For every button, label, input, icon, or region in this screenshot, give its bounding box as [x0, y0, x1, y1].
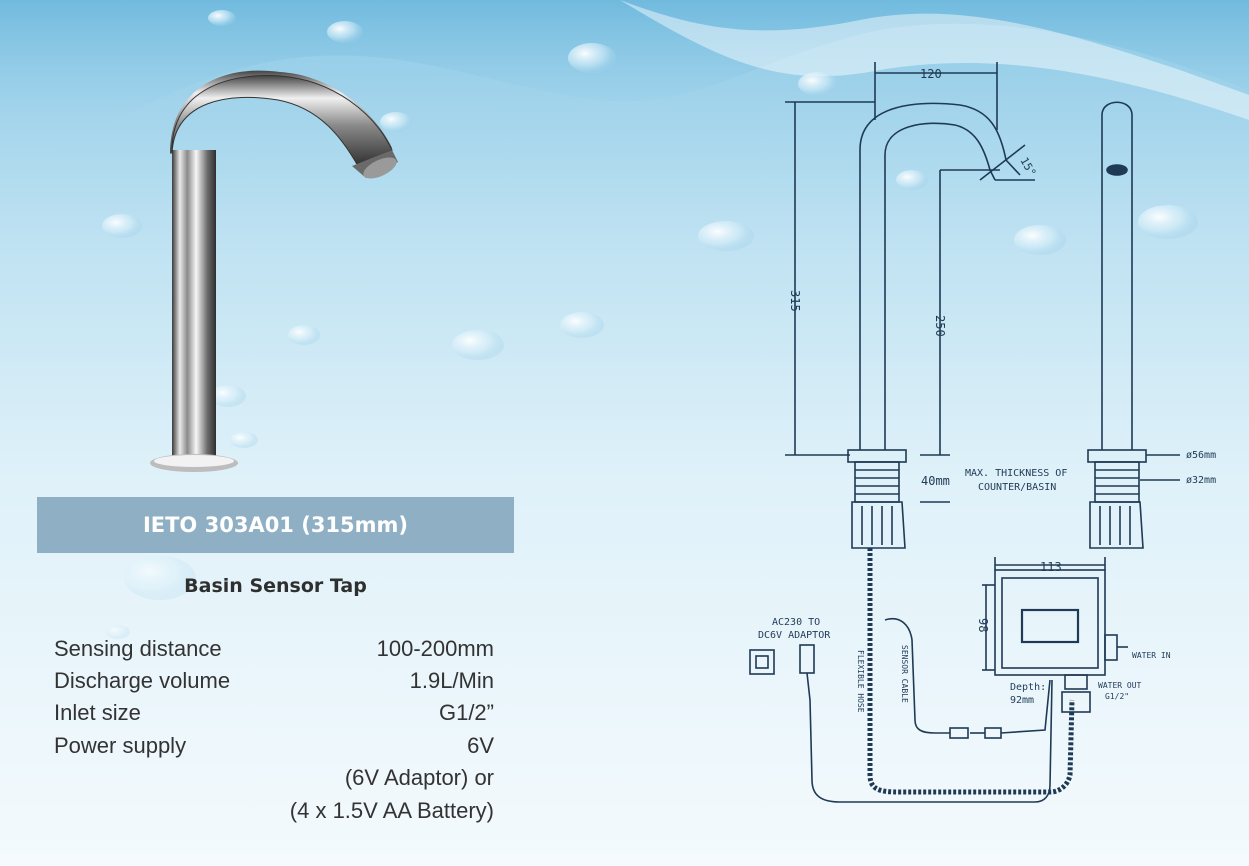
adaptor-line2: DC6V ADAPTOR — [758, 630, 831, 641]
box-width: 113 — [1040, 560, 1062, 574]
power-note-battery: (4 x 1.5V AA Battery) — [54, 798, 494, 830]
max-thickness-line2: COUNTER/BASIN — [978, 482, 1056, 493]
power-note-battery-text: (4 x 1.5V AA Battery) — [289, 798, 494, 823]
technical-drawing: 120 315 250 15° 40mm MAX. THICKNESS OF C… — [749, 62, 1216, 803]
dim-thickness: 40mm — [921, 474, 950, 488]
dim-height: 315 — [788, 290, 802, 312]
spec-label: Power supply — [54, 733, 187, 758]
dim-width: 120 — [920, 67, 942, 81]
box-height: 98 — [976, 618, 990, 632]
spec-label: Discharge volume — [54, 668, 231, 693]
spec-label: Inlet size — [54, 700, 141, 725]
dim-angle: 15° — [1017, 155, 1038, 179]
spec-row-sensing-distance: Sensing distance 100-200mm — [54, 636, 494, 668]
spec-value: 100-200mm — [376, 636, 494, 661]
box-depth-line1: Depth: — [1010, 682, 1046, 693]
dia-inner: ø32mm — [1186, 475, 1216, 486]
spec-value: 1.9L/Min — [409, 668, 494, 693]
dia-outer: ø56mm — [1186, 450, 1216, 461]
dim-inner-height: 250 — [933, 315, 947, 337]
power-note-adaptor: (6V Adaptor) or — [54, 765, 494, 797]
adaptor-line1: AC230 TO — [772, 617, 820, 628]
water-out-line1: WATER OUT — [1098, 681, 1142, 690]
spec-value: 6V — [467, 733, 494, 758]
sensor-cable-label: SENSOR CABLE — [900, 645, 909, 703]
faucet-image — [150, 70, 398, 472]
model-title: IETO 303A01 (315mm) — [142, 513, 409, 537]
model-title-bar: IETO 303A01 (315mm) — [37, 497, 514, 553]
power-note-adaptor-text: (6V Adaptor) or — [344, 765, 494, 790]
product-subtitle: Basin Sensor Tap — [184, 575, 367, 597]
flexible-hose-label: FLEXIBLE HOSE — [856, 650, 865, 713]
spec-label: Sensing distance — [54, 636, 222, 661]
max-thickness-line1: MAX. THICKNESS OF — [965, 468, 1067, 479]
spec-value: G1/2” — [438, 700, 494, 725]
spec-row-discharge-volume: Discharge volume 1.9L/Min — [54, 668, 494, 700]
water-in-label: WATER IN — [1132, 651, 1171, 660]
box-depth-line2: 92mm — [1010, 695, 1034, 706]
spec-row-power-supply: Power supply 6V — [54, 733, 494, 765]
spec-row-inlet-size: Inlet size G1/2” — [54, 700, 494, 732]
water-out-line2: G1/2" — [1105, 692, 1129, 701]
